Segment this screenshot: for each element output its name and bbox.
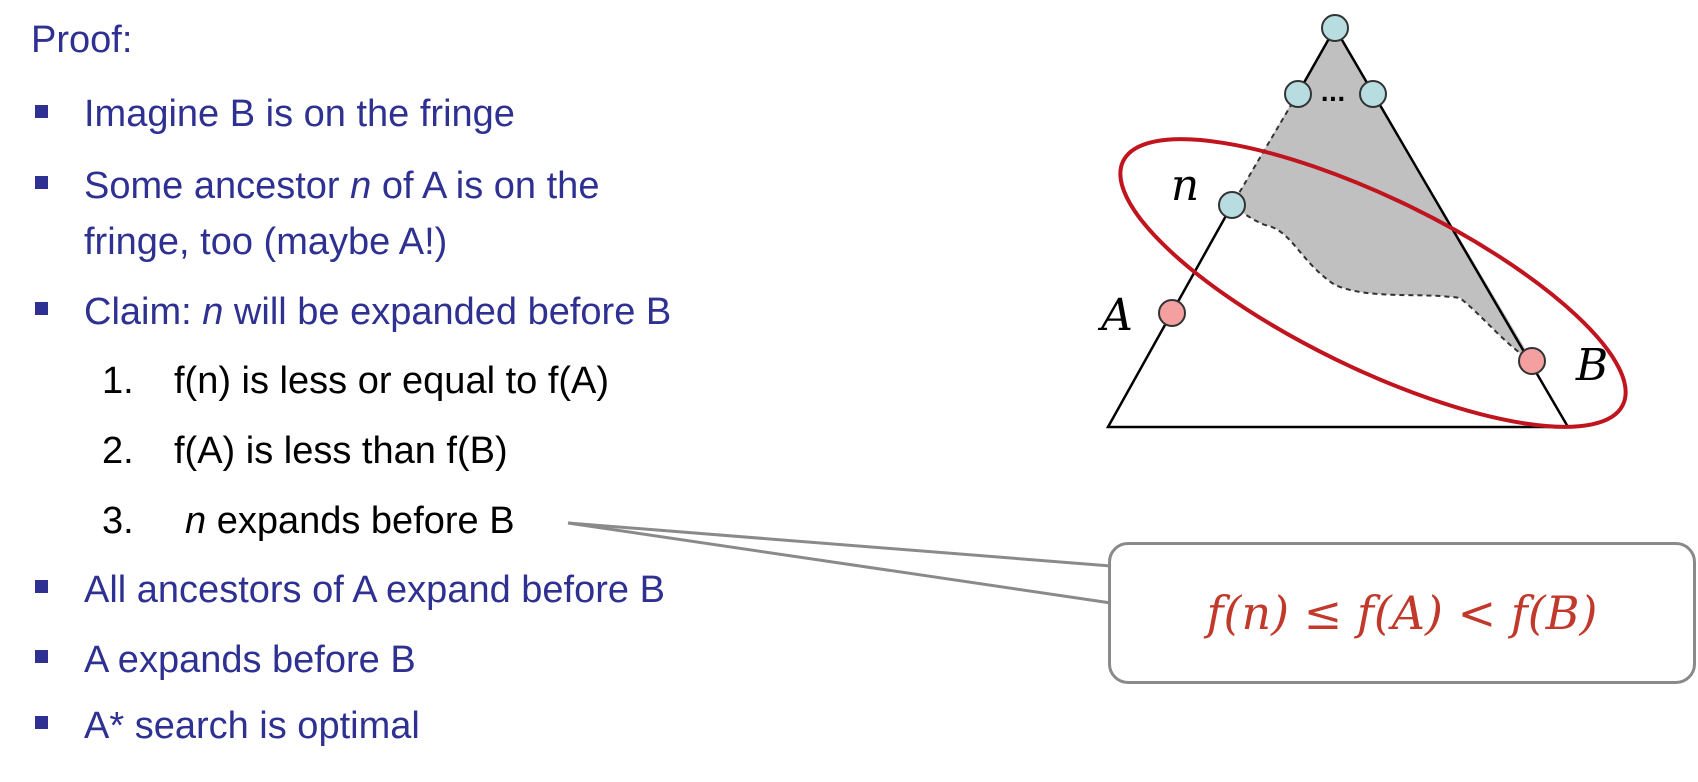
label-n: n	[1171, 160, 1199, 211]
fringe-boundary	[1231, 204, 1534, 363]
item-text: expands before B	[206, 500, 515, 542]
bullet-square-icon	[35, 176, 48, 189]
var-n: n	[185, 500, 207, 542]
inequality-formula: f(n) ≤ f(A) < f(B)	[1206, 586, 1598, 640]
root-node	[1321, 14, 1349, 42]
node-n	[1218, 191, 1246, 219]
ellipsis-label: ...	[1320, 82, 1345, 107]
tree-node	[1359, 80, 1387, 108]
bullet-text: Imagine B is on the fringe	[84, 93, 515, 135]
bullet-text: will be expanded before B	[223, 291, 672, 333]
bullet-square-icon	[35, 650, 48, 663]
bullet-text: Some ancestor	[84, 165, 351, 207]
bullet-square-icon	[35, 302, 48, 315]
bullet-text: Claim:	[84, 291, 203, 333]
callout-connector-upper	[567, 521, 1112, 568]
item-number: 3.	[102, 500, 134, 542]
node-b	[1518, 347, 1546, 375]
proof-heading: Proof:	[31, 19, 133, 61]
item-number: 1.	[102, 360, 134, 402]
item-text: f(A) is less than f(B)	[174, 430, 508, 472]
item-text: f(n) is less or equal to f(A)	[174, 360, 610, 402]
var-n: n	[202, 291, 224, 333]
bullet-text: A expands before B	[84, 639, 416, 681]
bullet-text: of A is on the	[371, 165, 600, 207]
label-a: A	[1097, 290, 1133, 341]
callout-connector-lower	[567, 521, 1112, 605]
label-b: B	[1575, 340, 1608, 391]
bullet-square-icon	[35, 580, 48, 593]
tree-node	[1284, 80, 1312, 108]
fringe-ellipse	[1118, 137, 1628, 429]
item-number: 2.	[102, 430, 134, 472]
inequality-callout: f(n) ≤ f(A) < f(B)	[1108, 542, 1696, 684]
bullet-text: All ancestors of A expand before B	[84, 569, 665, 611]
var-n: n	[350, 165, 372, 207]
bullet-square-icon	[35, 105, 48, 118]
bullet-text: fringe, too (maybe A!)	[84, 221, 448, 263]
bullet-square-icon	[35, 716, 48, 729]
node-a	[1158, 299, 1186, 327]
bullet-text: A* search is optimal	[84, 705, 420, 747]
